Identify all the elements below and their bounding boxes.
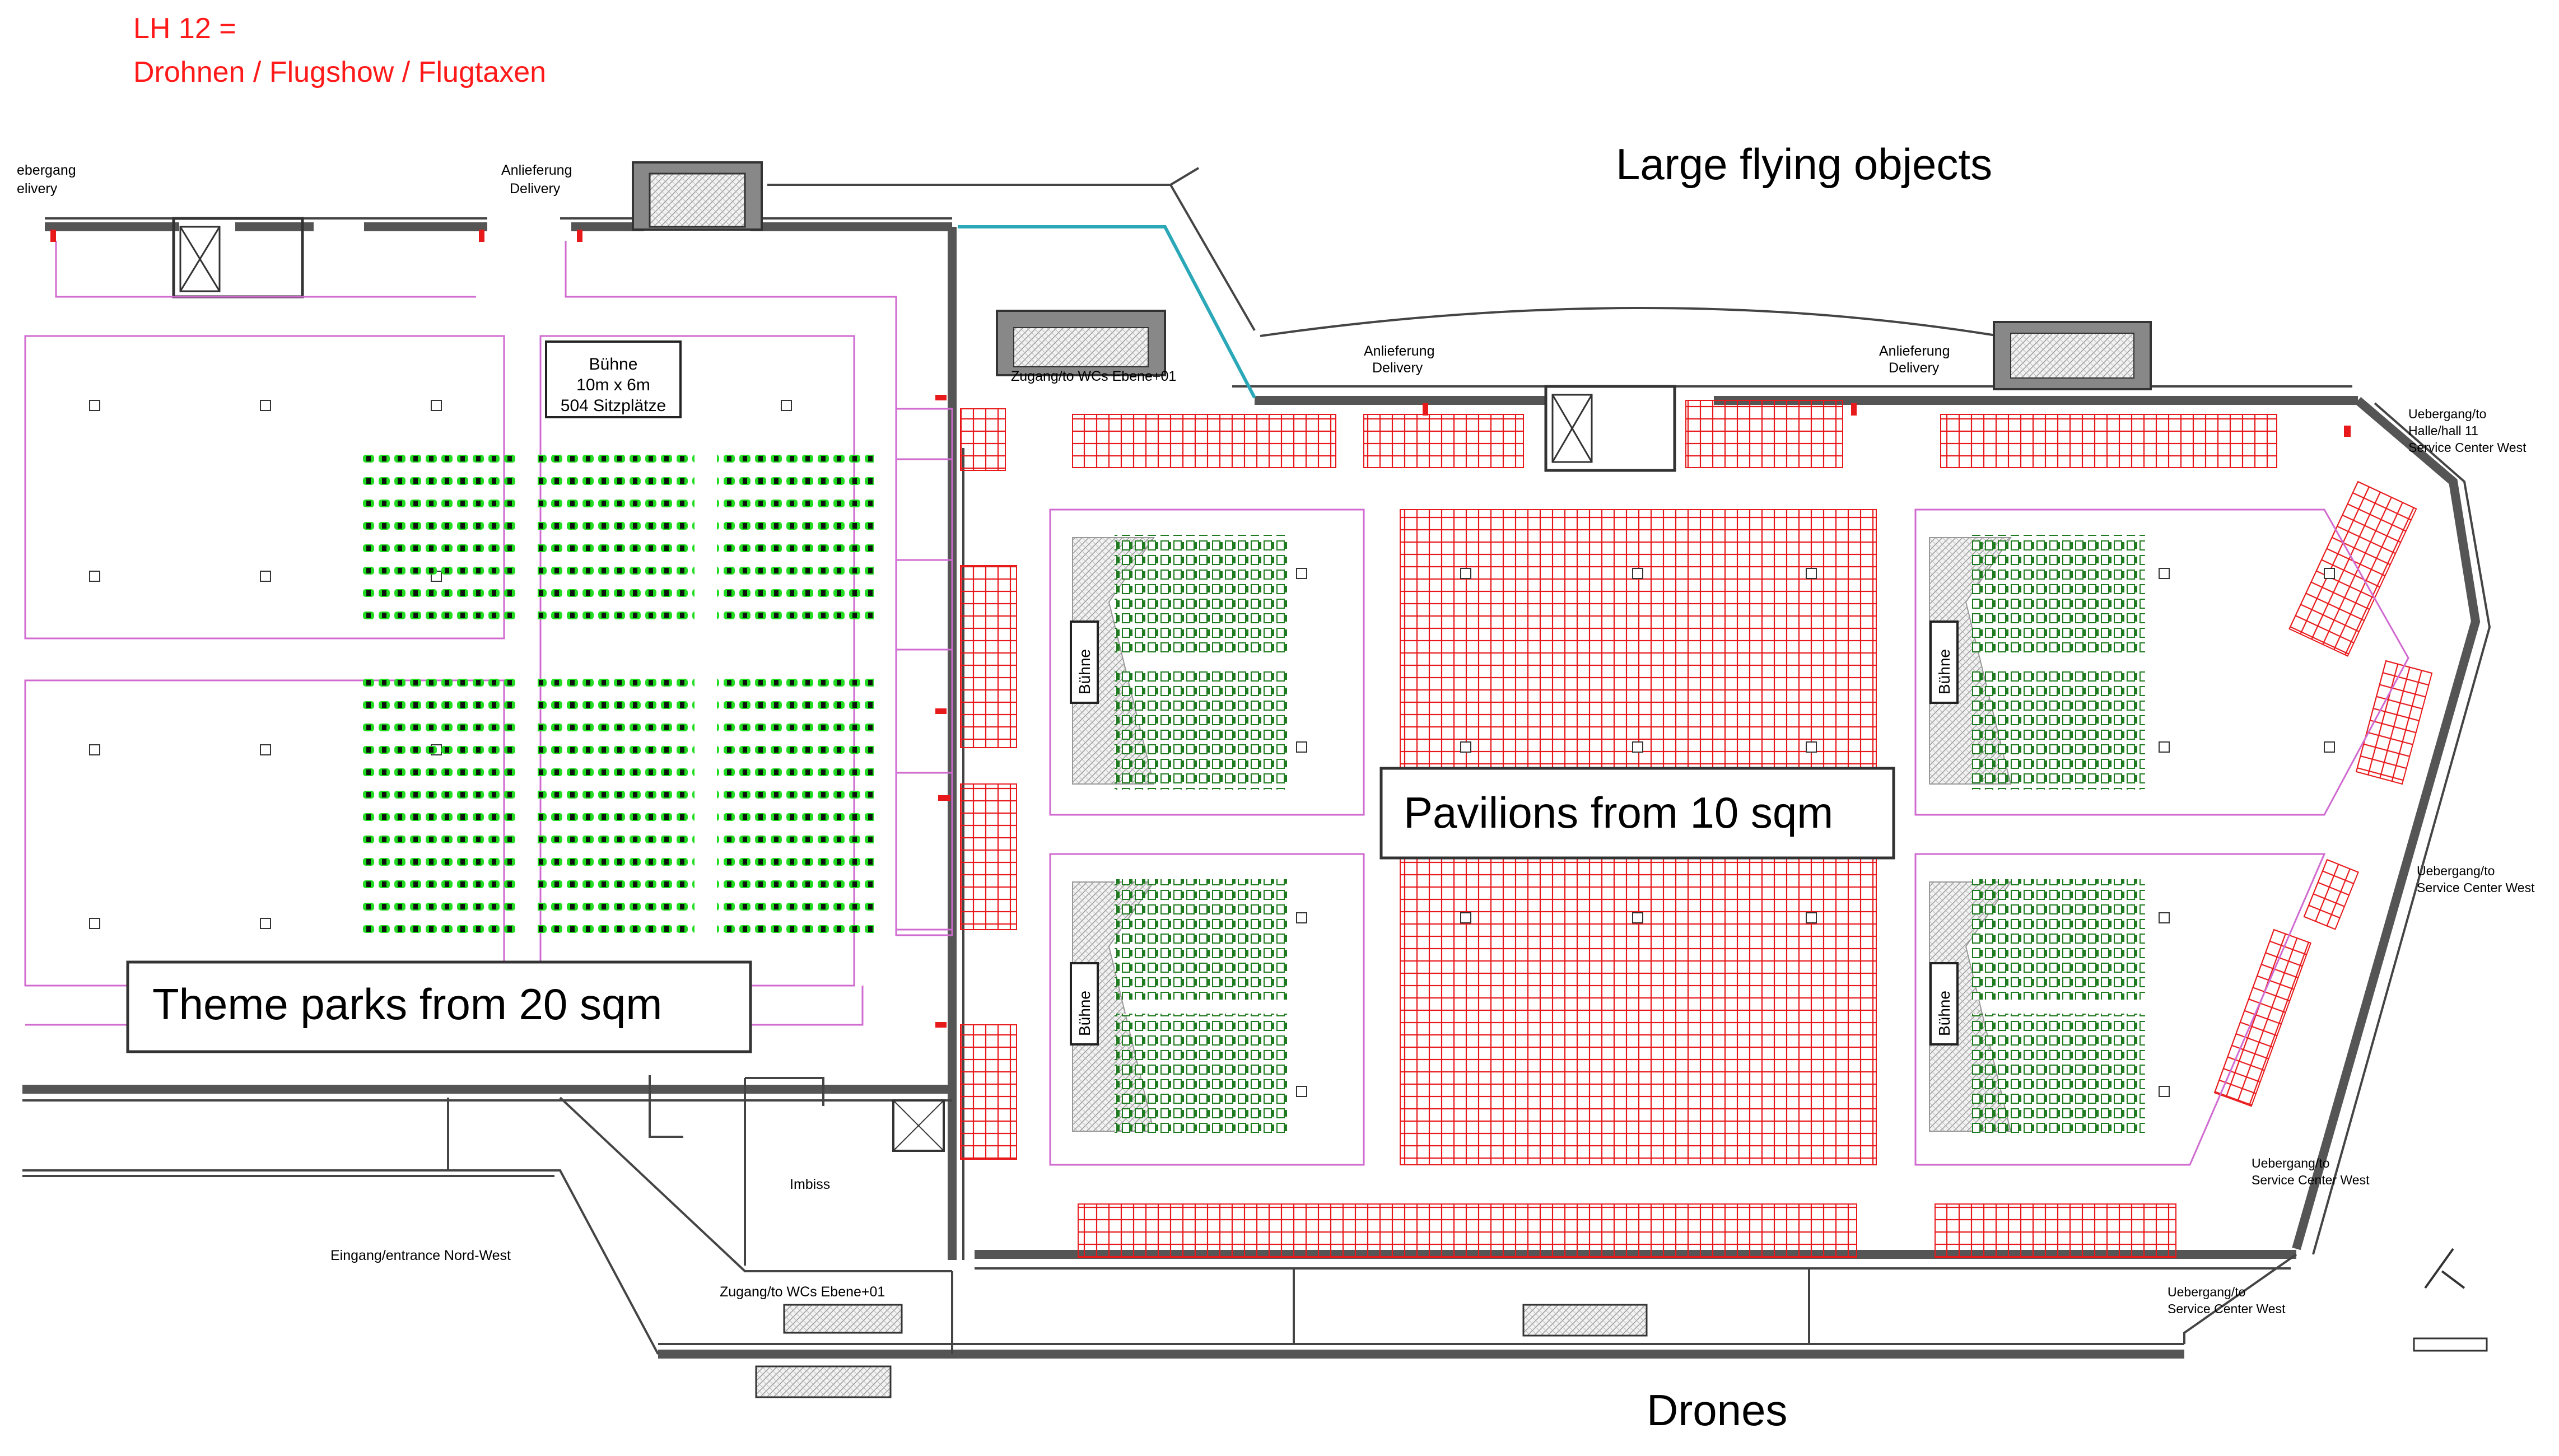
zone-large-flying-text: Large flying objects [1616,139,1992,189]
svg-text:Bühne: Bühne [1936,991,1953,1036]
eingang-label: Eingang/entrance Nord-West [330,1248,511,1263]
delivery-right: Delivery [1889,360,1940,376]
teal-corridor-line [958,225,1256,399]
seating-block-green [717,669,874,944]
svg-text:Bühne: Bühne [1076,649,1093,694]
uebergang-3-line2: Service Center West [2252,1173,2370,1187]
anlieferung-mid: Anlieferung [1364,343,1434,359]
imbiss-label: Imbiss [790,1177,830,1192]
zone-label-large-flying: Large flying objects [1616,139,1992,189]
delivery-mid: Delivery [1372,360,1423,376]
stage-label-small: Bühne [1929,962,1959,1046]
zone-label-theme-parks: Theme parks from 20 sqm [126,960,752,1053]
anlieferung-left: Anlieferung [501,162,572,178]
seating-block-green [358,669,515,944]
seating-block-green [538,451,694,630]
svg-text:Bühne: Bühne [1936,649,1953,694]
stage-seats: 504 Sitzplätze [561,396,666,415]
seating-block-green [358,451,515,630]
left-cut-label-b: elivery [17,181,58,197]
uebergang-2-line2: Service Center West [2417,880,2535,895]
zone-label-drones: Drones [1647,1385,1787,1435]
pavilions-area: Bühne Bühne Bühne Bühne [1049,400,2433,1258]
uebergang-4-line1: Uebergang/to [2168,1285,2245,1299]
stage-title: Bühne [589,355,638,374]
zugang-top: Zugang/to WCs Ebene+01 [1011,368,1176,384]
uebergang-1-line2: Halle/hall 11 [2408,423,2478,438]
stage-size: 10m x 6m [576,376,650,394]
delivery-left: Delivery [510,181,561,197]
header-line-2: Drohnen / Flugshow / Flugtaxen [133,56,546,88]
svg-text:Bühne: Bühne [1076,991,1093,1036]
uebergang-1-line1: Uebergang/to [2408,407,2486,421]
header-line-1: LH 12 = [133,12,236,45]
uebergang-2-line1: Uebergang/to [2417,864,2495,878]
uebergang-3-line1: Uebergang/to [2252,1156,2329,1170]
exit-markers [50,230,2351,1028]
zone-theme-parks-text: Theme parks from 20 sqm [152,979,662,1029]
zone-label-pavilions: Pavilions from 10 sqm [1379,767,1895,860]
seating-block-green [717,451,874,630]
anlieferung-right: Anlieferung [1879,343,1950,359]
seating-block-green [538,669,694,944]
zone-pavilions-text: Pavilions from 10 sqm [1404,788,1833,837]
stage-label-small: Bühne [1070,620,1099,704]
theme-parks-area: Bühne 10m x 6m 504 Sitzplätze [24,241,1017,1160]
building-structures [172,161,2488,1398]
zone-drones-text: Drones [1647,1385,1787,1435]
stage-label-small: Bühne [1929,620,1959,704]
stage-label-small: Bühne [1070,962,1099,1046]
header: LH 12 = Drohnen / Flugshow / Flugtaxen [133,12,546,88]
left-cut-label-a: ebergang [17,162,76,178]
uebergang-4-line2: Service Center West [2168,1301,2286,1316]
plan-annotations: ebergang elivery Anlieferung Delivery An… [17,162,2535,1316]
uebergang-1-line3: Service Center West [2408,440,2527,455]
stage-box [545,340,682,418]
zugang-bottom: Zugang/to WCs Ebene+01 [720,1284,885,1300]
